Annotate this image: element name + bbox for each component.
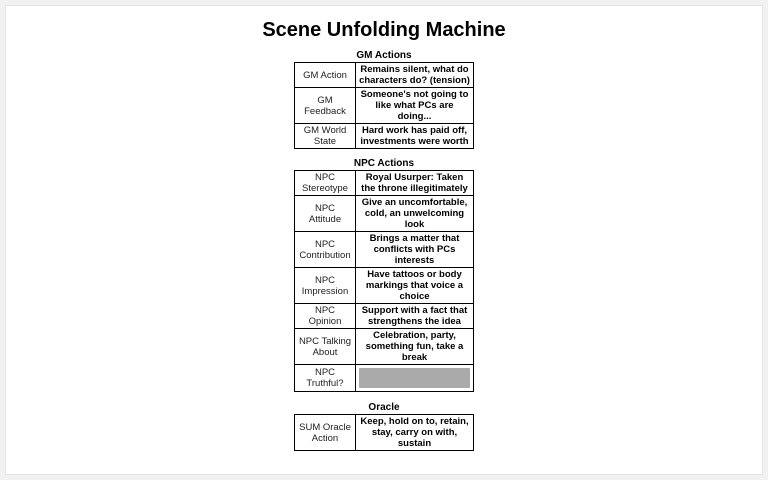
table-row: NPC Attitude Give an uncomfortable, cold… — [294, 195, 474, 232]
table-row: NPC Opinion Support with a fact that str… — [294, 303, 474, 329]
npc-opinion-label: NPC Opinion — [294, 303, 356, 329]
table-row: NPC Stereotype Royal Usurper: Taken the … — [294, 170, 474, 196]
gm-actions-heading: GM Actions — [356, 50, 412, 61]
npc-impression-value: Have tattoos or body markings that voice… — [355, 267, 474, 304]
sum-oracle-action-label: SUM Oracle Action — [294, 414, 356, 451]
gm-actions-table: GM Action Remains silent, what do charac… — [294, 62, 474, 149]
oracle-table: SUM Oracle Action Keep, hold on to, reta… — [294, 414, 474, 451]
hidden-answer-box[interactable] — [359, 368, 470, 388]
table-row: GM Feedback Someone's not going to like … — [294, 87, 474, 124]
gm-action-label: GM Action — [294, 62, 356, 88]
table-row: NPC Contribution Brings a matter that co… — [294, 231, 474, 268]
npc-truthful-value[interactable] — [355, 364, 474, 392]
oracle-heading: Oracle — [368, 402, 400, 413]
gm-world-state-label: GM World State — [294, 123, 356, 149]
npc-opinion-value: Support with a fact that strengthens the… — [355, 303, 474, 329]
npc-attitude-label: NPC Attitude — [294, 195, 356, 232]
npc-attitude-value: Give an uncomfortable, cold, an unwelcom… — [355, 195, 474, 232]
npc-contribution-value: Brings a matter that conflicts with PCs … — [355, 231, 474, 268]
gm-world-state-value: Hard work has paid off, investments were… — [355, 123, 474, 149]
npc-truthful-label: NPC Truthful? — [294, 364, 356, 392]
table-row: GM World State Hard work has paid off, i… — [294, 123, 474, 149]
gm-actions-section: GM Actions GM Action Remains silent, wha… — [294, 50, 474, 149]
npc-talking-about-value: Celebration, party, something fun, take … — [355, 328, 474, 365]
gm-action-value: Remains silent, what do characters do? (… — [355, 62, 474, 88]
npc-stereotype-value: Royal Usurper: Taken the throne illegiti… — [355, 170, 474, 196]
table-row: SUM Oracle Action Keep, hold on to, reta… — [294, 414, 474, 451]
gm-feedback-label: GM Feedback — [294, 87, 356, 124]
table-row: NPC Talking About Celebration, party, so… — [294, 328, 474, 365]
page-panel: Scene Unfolding Machine GM Actions GM Ac… — [5, 5, 763, 475]
npc-actions-section: NPC Actions NPC Stereotype Royal Usurper… — [294, 158, 474, 392]
table-row: NPC Truthful? — [294, 364, 474, 392]
npc-stereotype-label: NPC Stereotype — [294, 170, 356, 196]
npc-actions-table: NPC Stereotype Royal Usurper: Taken the … — [294, 170, 474, 392]
npc-actions-heading: NPC Actions — [353, 158, 415, 169]
oracle-section: Oracle SUM Oracle Action Keep, hold on t… — [294, 402, 474, 451]
table-row: GM Action Remains silent, what do charac… — [294, 62, 474, 88]
npc-contribution-label: NPC Contribution — [294, 231, 356, 268]
table-row: NPC Impression Have tattoos or body mark… — [294, 267, 474, 304]
sum-oracle-action-value: Keep, hold on to, retain, stay, carry on… — [355, 414, 474, 451]
npc-impression-label: NPC Impression — [294, 267, 356, 304]
npc-talking-about-label: NPC Talking About — [294, 328, 356, 365]
page-title: Scene Unfolding Machine — [262, 19, 506, 41]
gm-feedback-value: Someone's not going to like what PCs are… — [355, 87, 474, 124]
